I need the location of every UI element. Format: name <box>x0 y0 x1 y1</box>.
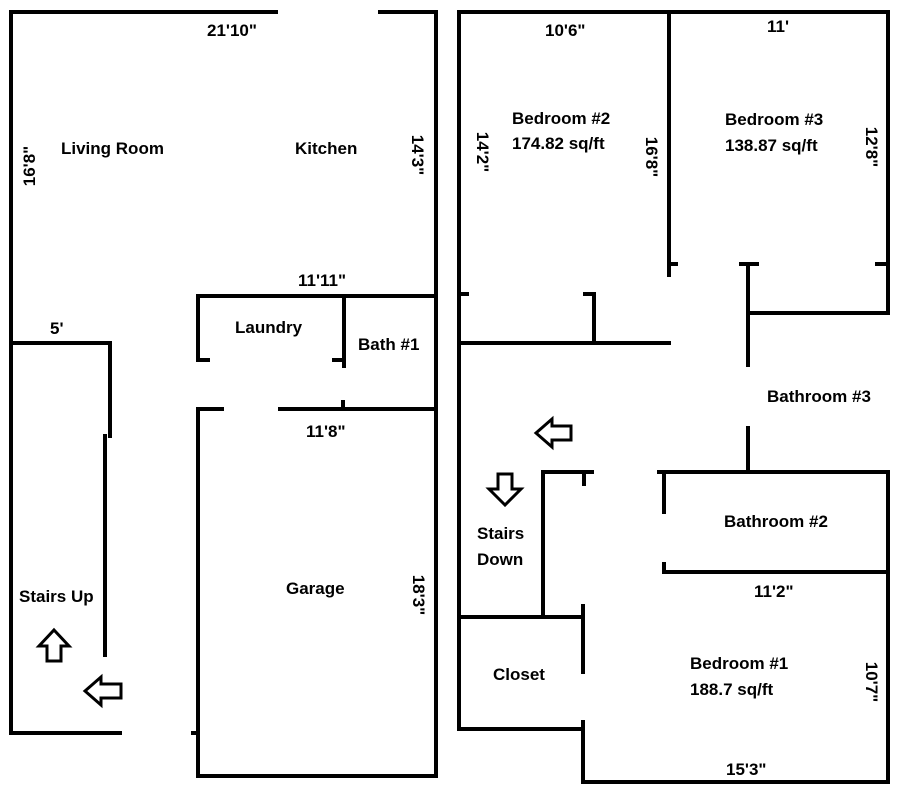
room-label-living-room: Living Room <box>61 139 164 158</box>
dimension-label: 16'8" <box>642 137 661 177</box>
room-label-bedroom-1: Bedroom #1 <box>690 654 788 673</box>
arrow-down-icon <box>485 472 525 508</box>
room-label-stairs-up: Stairs Up <box>19 587 94 606</box>
room-label-kitchen: Kitchen <box>295 139 357 158</box>
room-label-laundry: Laundry <box>235 318 303 337</box>
dimension-label: 11'8" <box>306 422 346 441</box>
room-label-closet: Closet <box>493 665 545 684</box>
room-label-garage: Garage <box>286 579 345 598</box>
dimension-label: 14'3" <box>408 135 427 175</box>
dimension-label: 10'7" <box>862 662 881 702</box>
main-floor-walls <box>9 10 438 778</box>
arrow-up-icon <box>35 627 73 663</box>
upper-floor-walls <box>457 10 890 784</box>
room-area-bedroom-1: 188.7 sq/ft <box>690 680 773 699</box>
dimension-label: 12'8" <box>862 127 881 167</box>
dimension-label: 14'2" <box>473 132 492 172</box>
dimension-label: 11'11" <box>298 271 346 290</box>
room-label-stairs-down: Down <box>477 550 523 569</box>
room-label-bathroom-3: Bathroom #3 <box>767 387 871 406</box>
room-label-bedroom-2: Bedroom #2 <box>512 109 610 128</box>
room-area-bedroom-2: 174.82 sq/ft <box>512 134 605 153</box>
dimension-label: 18'3" <box>409 575 428 615</box>
dimension-label: 15'3" <box>726 760 766 779</box>
dimension-label: 11' <box>767 17 789 36</box>
room-label-bedroom-3: Bedroom #3 <box>725 110 823 129</box>
arrow-left-icon <box>533 415 573 451</box>
arrow-left-icon <box>82 673 123 709</box>
room-label-stairs-down: Stairs <box>477 524 524 543</box>
room-label-bath-1: Bath #1 <box>358 335 419 354</box>
dimension-label: 21'10" <box>207 21 257 40</box>
room-area-bedroom-3: 138.87 sq/ft <box>725 136 818 155</box>
dimension-label: 5' <box>50 319 64 338</box>
room-label-bathroom-2: Bathroom #2 <box>724 512 828 531</box>
dimension-label: 11'2" <box>754 582 794 601</box>
dimension-label: 10'6" <box>545 21 585 40</box>
dimension-label: 16'8" <box>20 146 39 186</box>
